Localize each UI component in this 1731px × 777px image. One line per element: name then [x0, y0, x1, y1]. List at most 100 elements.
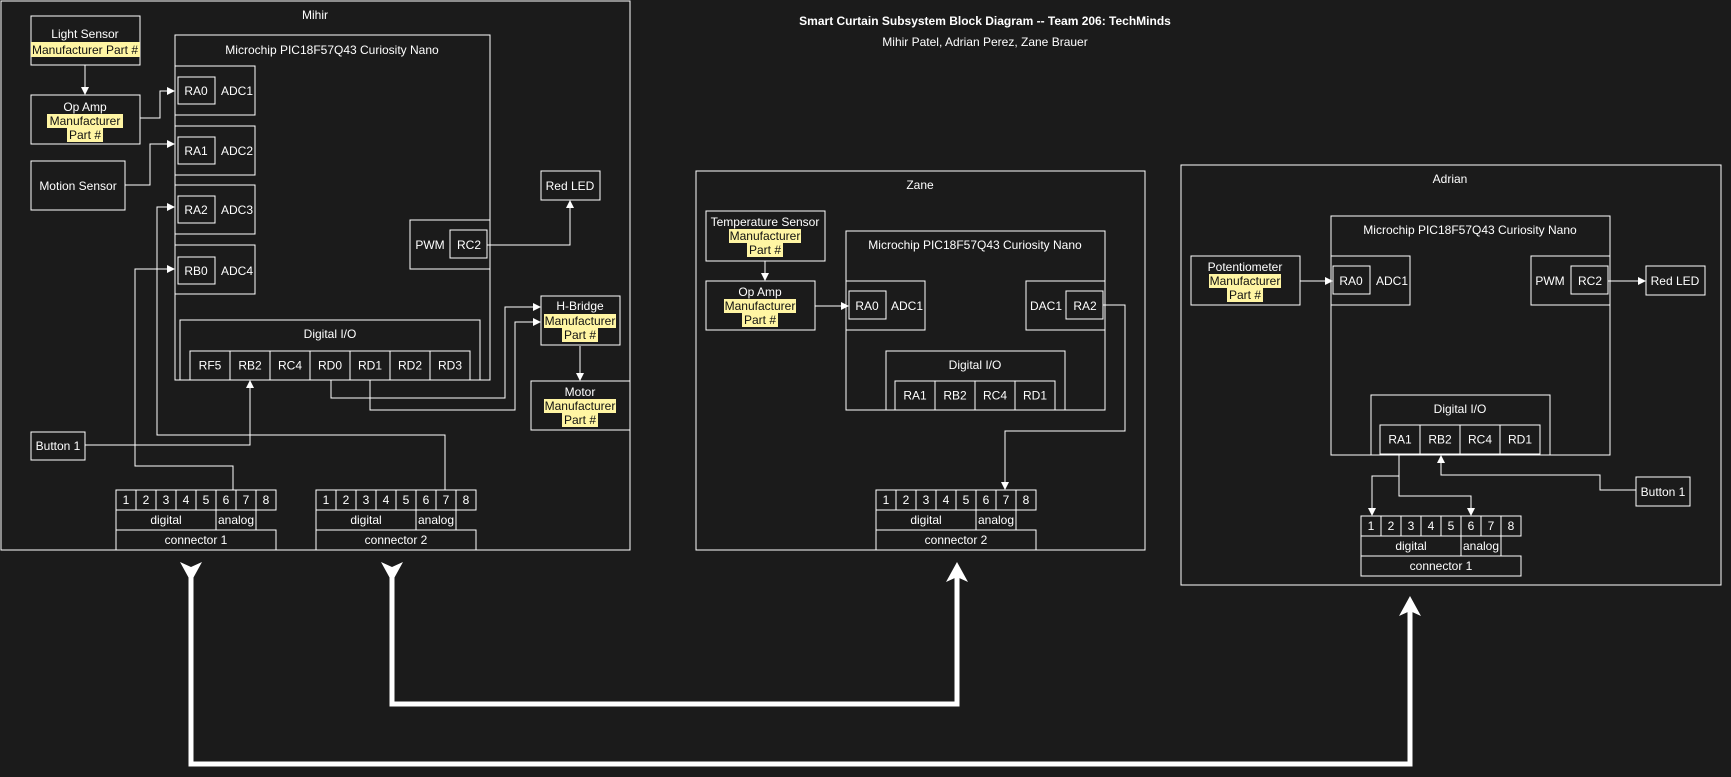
mihir-adc-pin-0: RA0 ADC1 — [174, 65, 256, 116]
mihir-rc2-label: RC2 — [457, 238, 481, 252]
mihir-conn2-pin-1: 1 — [323, 493, 330, 507]
temp-part1: Manufacturer — [730, 229, 801, 243]
adrian-dio-pin-ra1: RA1 — [1388, 433, 1412, 447]
adrian-conn1-name: connector 1 — [1410, 559, 1473, 573]
adrian-red-led-label: Red LED — [1651, 274, 1700, 288]
hbridge-part2-highlight — [562, 328, 598, 342]
adrian-conn1-pin-1: 1 — [1368, 519, 1375, 533]
mihir-conn2-name: connector 2 — [365, 533, 428, 547]
potentiometer-label: Potentiometer — [1208, 260, 1283, 274]
mihir-pin-ra0: RA0 — [184, 84, 208, 98]
zane-op-amp-part1: Manufacturer — [725, 299, 796, 313]
mihir-red-led-label: Red LED — [546, 179, 595, 193]
adrian-subsystem — [1180, 164, 1722, 586]
adrian-button-block — [1635, 476, 1691, 507]
mihir-pin-rb0: RB0 — [184, 264, 208, 278]
adrian-wires — [1300, 277, 1646, 516]
mihir-adc-pin-2: RA2 ADC3 — [174, 184, 256, 235]
adrian-ra0-box — [1332, 265, 1371, 295]
inter-subsystem-buses — [180, 562, 1421, 767]
adrian-conn1-pin-3: 3 — [1408, 519, 1415, 533]
mihir-pin-ra1: RA1 — [184, 144, 208, 158]
zane-digital-io-label: Digital I/O — [949, 358, 1002, 372]
zane-op-amp-label: Op Amp — [738, 285, 782, 299]
mihir-conn1-analog-label: analog — [218, 513, 254, 527]
mihir-fn-adc1: ADC1 — [221, 84, 253, 98]
mihir-dio-pin-rd3: RD3 — [438, 359, 462, 373]
adrian-rc2-label: RC2 — [1578, 274, 1602, 288]
zane-op-amp-part-highlight — [724, 299, 796, 313]
mihir-conn1-pin-3: 3 — [163, 493, 170, 507]
mihir-button-label: Button 1 — [36, 439, 81, 453]
mihir-pwm-label: PWM — [415, 238, 444, 252]
mihir-conn1-name-box — [115, 529, 277, 551]
mihir-label: Mihir — [302, 8, 328, 22]
adrian-conn1-analog-label: analog — [1463, 539, 1499, 553]
mihir-digital-io-label: Digital I/O — [304, 327, 357, 341]
zane-dac1-label: DAC1 — [1030, 299, 1062, 313]
motor-block — [530, 380, 631, 431]
adrian-conn1-pin-6: 6 — [1468, 519, 1475, 533]
zane-op-amp-part2: Part # — [744, 313, 776, 327]
adrian-red-led-block — [1645, 265, 1706, 296]
mihir-mcu-label: Microchip PIC18F57Q43 Curiosity Nano — [225, 43, 439, 57]
mihir-conn1-pin-6: 6 — [223, 493, 230, 507]
mihir-dio-pin-rd2: RD2 — [398, 359, 422, 373]
mihir-dio-pin-box-rd3 — [429, 350, 471, 381]
zane-op-amp-part2-highlight — [742, 313, 778, 327]
bus-mihir-adrian — [180, 562, 1421, 767]
adrian-mcu-label: Microchip PIC18F57Q43 Curiosity Nano — [1363, 223, 1577, 237]
motor-part1: Manufacturer — [545, 399, 616, 413]
zane-conn2-pin-5: 5 — [963, 493, 970, 507]
pot-part-highlight — [1209, 274, 1281, 288]
temp-sensor-label: Temperature Sensor — [711, 215, 820, 229]
mihir-op-amp-part1: Manufacturer — [50, 114, 121, 128]
hbridge-part2: Part # — [564, 328, 596, 342]
adrian-rc2-box — [1570, 265, 1609, 295]
zane-dio-pin-rd1: RD1 — [1023, 389, 1047, 403]
motor-label: Motor — [565, 385, 596, 399]
zane-ra0-label: RA0 — [855, 299, 879, 313]
adrian-conn1-pin-7: 7 — [1488, 519, 1495, 533]
zane-conn2-pin-4: 4 — [943, 493, 950, 507]
mihir-conn2-pin-3: 3 — [363, 493, 370, 507]
mihir-op-amp-part2: Part # — [69, 128, 101, 142]
mihir-fn-adc4: ADC4 — [221, 264, 253, 278]
pot-part2: Part # — [1229, 288, 1261, 302]
mihir-conn2-digital-label: digital — [350, 513, 381, 527]
pot-part1: Manufacturer — [1210, 274, 1281, 288]
zane-conn2-pin-1: 1 — [883, 493, 890, 507]
zane-adc1-label: ADC1 — [891, 299, 923, 313]
adrian-dio-pin-rd1: RD1 — [1508, 433, 1532, 447]
mihir-conn2-pin-box-8 — [455, 489, 477, 511]
mihir-fn-adc2: ADC2 — [221, 144, 253, 158]
hbridge-block — [540, 295, 621, 346]
zane-wires — [761, 261, 1126, 490]
mihir-conn2-pin-8: 8 — [463, 493, 470, 507]
adrian-conn1-pin-box-8 — [1500, 515, 1522, 537]
adrian-conn1-pin-2: 2 — [1388, 519, 1395, 533]
mihir-conn2-pin-2: 2 — [343, 493, 350, 507]
mihir-conn1-pin-8: 8 — [263, 493, 270, 507]
mihir-conn1-pin-1: 1 — [123, 493, 130, 507]
bus-mihir-zane — [381, 562, 968, 707]
mihir-conn1-pin-7: 7 — [243, 493, 250, 507]
zane-ra2-label: RA2 — [1073, 299, 1097, 313]
hbridge-part1: Manufacturer — [545, 314, 616, 328]
zane-conn2-digital-label: digital — [910, 513, 941, 527]
zane-conn2-pin-box-8 — [1015, 489, 1037, 511]
mihir-conn2-pin-7: 7 — [443, 493, 450, 507]
adrian-dio-pin-rb2: RB2 — [1428, 433, 1452, 447]
light-sensor-part-highlight — [31, 42, 140, 57]
diagram-title: Smart Curtain Subsystem Block Diagram --… — [799, 14, 1171, 28]
mihir-op-amp-label: Op Amp — [63, 100, 107, 114]
adrian-label: Adrian — [1433, 172, 1468, 186]
hbridge-part-highlight — [544, 314, 616, 328]
